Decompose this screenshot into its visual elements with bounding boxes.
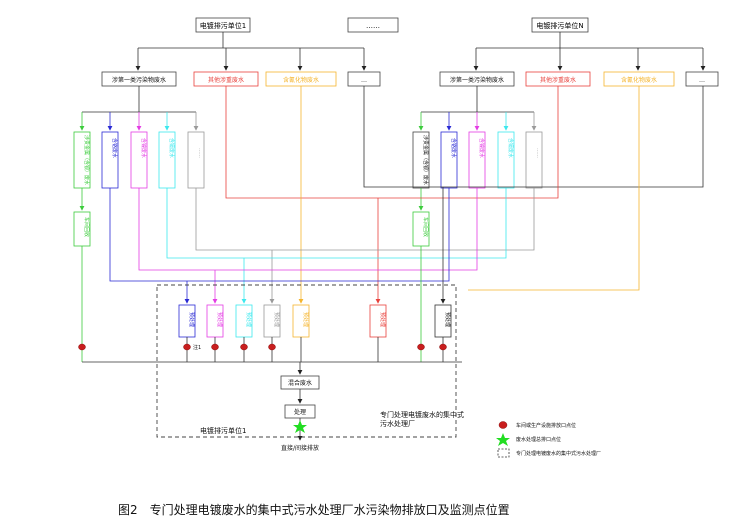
svg-text:含镍废水: 含镍废水 — [478, 138, 485, 158]
svg-text:…: … — [699, 77, 705, 84]
stream-chrome-right: 含铬废水 — [440, 131, 458, 189]
top-branches — [135, 32, 706, 71]
facility-dashed-border — [156, 284, 457, 438]
svg-text:预处理: 预处理 — [188, 312, 195, 327]
category-class1-left: 涉第一类污染物废水 — [101, 71, 177, 87]
figure-caption: 图2 专门处理电镀废水的集中式污水处理厂水污染物排放口及监测点位置 — [118, 502, 510, 517]
legend-red-dot — [498, 421, 508, 429]
monitor-dot — [240, 343, 248, 351]
svg-text:含铬废水: 含铬废水 — [450, 138, 457, 158]
pretreat-boxes: 预处理 预处理 预处理 预处理 预处理 预处理 预处理 — [178, 304, 452, 338]
svg-text:含镉废水: 含镉废水 — [168, 138, 175, 158]
svg-text:预处理: 预处理 — [216, 312, 223, 327]
unit-ellipsis-box: …… — [347, 17, 399, 33]
svg-text:处理: 处理 — [294, 408, 306, 416]
svg-text:预处理: 预处理 — [245, 312, 252, 327]
svg-text:…: … — [361, 77, 367, 84]
svg-text:含氰化物废水: 含氰化物废水 — [621, 76, 657, 84]
stream-nickel-left: 含镍废水 — [130, 131, 148, 189]
category-more-left: … — [347, 71, 381, 87]
routing-lines — [81, 86, 704, 362]
svg-text:含镉废水: 含镉废水 — [507, 138, 514, 158]
svg-text:涉贵金属（含银）废水: 涉贵金属（含银）废水 — [83, 135, 90, 185]
svg-text:涉第一类污染物废水: 涉第一类污染物废水 — [112, 76, 166, 84]
legend-dashed-box — [497, 448, 510, 458]
legend-green-star — [496, 433, 510, 446]
stream-nickel-right: 含镍废水 — [468, 131, 486, 189]
mixed-box: 混合废水 — [280, 375, 320, 390]
category-heavy-left: 其他涉重废水 — [193, 71, 259, 87]
svg-text:预处理: 预处理 — [273, 312, 280, 327]
svg-text:含镍废水: 含镍废水 — [140, 138, 147, 158]
stream-more-left: …… — [187, 131, 205, 189]
unit-n-box: 电镀排污单位N — [531, 17, 589, 33]
total-outlet-star — [293, 420, 307, 433]
category-cyanide-right: 含氰化物废水 — [603, 71, 675, 87]
svg-text:涉第一类污染物废水: 涉第一类污染物废水 — [450, 76, 504, 84]
stream-green-right: 涉贵金属（含银）废水 — [412, 131, 430, 189]
category-heavy-right: 其他涉重废水 — [525, 71, 591, 87]
stream-more-right: …… — [525, 131, 543, 189]
monitor-dots — [78, 343, 447, 351]
svg-text:废水处理总排口点位: 废水处理总排口点位 — [516, 436, 561, 443]
discharge-label: 直接/间接排放 — [281, 444, 319, 452]
svg-text:其他涉重废水: 其他涉重废水 — [540, 76, 576, 84]
facility-label-wrap: 专门处理电镀废水的集中式污水处理厂 — [380, 411, 464, 428]
unit-n-label: 电镀排污单位N — [536, 21, 583, 30]
svg-text:……: …… — [197, 148, 203, 158]
stream-chrome-left: 含铬废水 — [101, 131, 119, 189]
svg-text:车间回收: 车间回收 — [422, 217, 429, 237]
monitor-dot — [211, 343, 219, 351]
legend: 车间或生产设施排放口点位 废水处理总排口点位 专门处理电镀废水的集中式污水处理厂 — [496, 421, 601, 458]
svg-text:专门处理电镀废水的集中式污水处理厂: 专门处理电镀废水的集中式污水处理厂 — [516, 450, 601, 457]
svg-text:……: …… — [535, 148, 541, 158]
svg-text:其他涉重废水: 其他涉重废水 — [208, 76, 244, 84]
svg-text:车间回收: 车间回收 — [83, 217, 90, 237]
monitor-dot — [439, 343, 447, 351]
note-1: 注1 — [193, 344, 201, 351]
svg-text:含氰化物废水: 含氰化物废水 — [283, 76, 319, 84]
monitor-dot — [417, 343, 425, 351]
stream-cadmium-right: 含镉废水 — [497, 131, 515, 189]
stream-green-left: 涉贵金属（含银）废水 — [73, 131, 91, 189]
recovery-right: 车间回收 — [412, 188, 430, 247]
monitor-dot — [183, 343, 191, 351]
unit-1-label: 电镀排污单位1 — [200, 21, 246, 30]
svg-text:含铬废水: 含铬废水 — [111, 138, 118, 158]
svg-text:预处理: 预处理 — [302, 312, 309, 327]
monitor-dot — [78, 343, 86, 351]
unit-ellipsis-label: …… — [366, 22, 380, 30]
svg-text:车间或生产设施排放口点位: 车间或生产设施排放口点位 — [516, 422, 576, 429]
unit-1-box: 电镀排污单位1 — [195, 17, 251, 33]
svg-text:混合废水: 混合废水 — [288, 379, 312, 387]
recovery-left: 车间回收 — [73, 188, 91, 247]
unit-box-label: 电镀排污单位1 — [200, 426, 246, 435]
category-cyanide-left: 含氰化物废水 — [265, 71, 337, 87]
svg-text:预处理: 预处理 — [444, 312, 451, 327]
svg-text:预处理: 预处理 — [379, 312, 386, 327]
process-box: 处理 — [284, 404, 316, 419]
category-more-right: … — [685, 71, 719, 87]
monitor-dot — [268, 343, 276, 351]
svg-text:涉贵金属（含银）废水: 涉贵金属（含银）废水 — [422, 135, 429, 185]
stream-cadmium-left: 含镉废水 — [158, 131, 176, 189]
category-class1-right: 涉第一类污染物废水 — [439, 71, 515, 87]
class1-branches — [79, 86, 537, 131]
facility-label: 专门处理电镀废水的集中式污水处理厂 — [380, 411, 464, 428]
